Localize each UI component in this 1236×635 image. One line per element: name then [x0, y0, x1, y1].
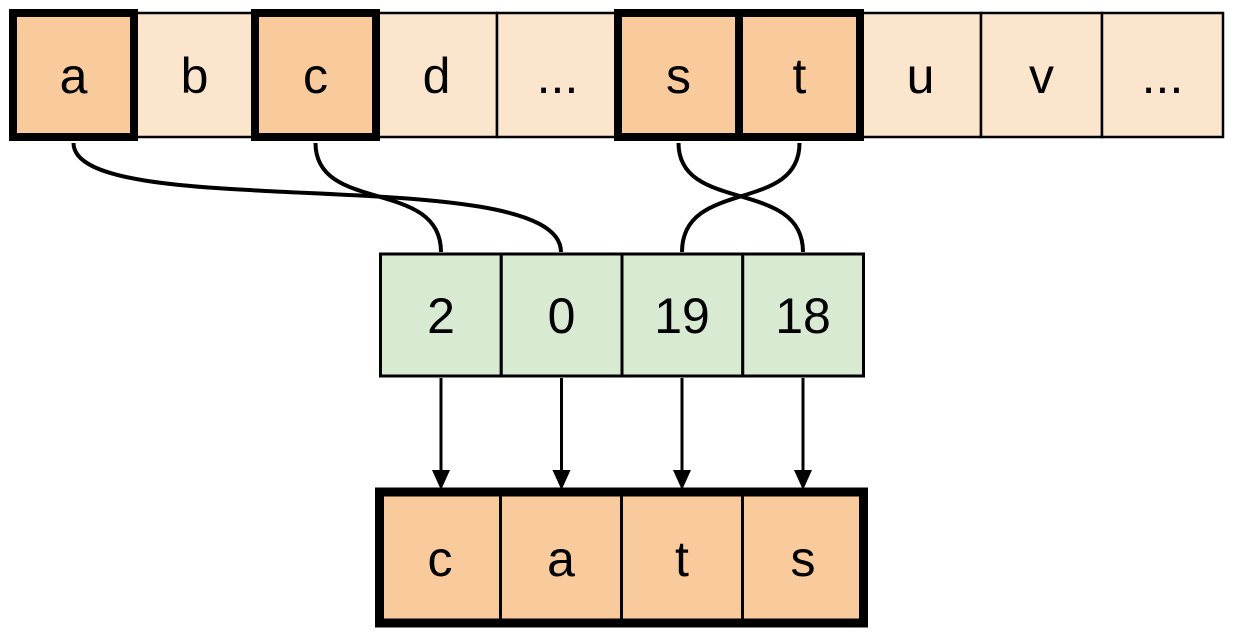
alphabet-cell-a-highlighted: [9, 9, 138, 141]
arrow-head-2: [552, 470, 571, 490]
index-to-word-arrows: [432, 378, 812, 490]
alphabet-cell-t-highlighted: [735, 9, 864, 141]
alphabet-row: a b c d ... s t u v ...: [9, 9, 1225, 141]
alphabet-cell-v: [979, 11, 1104, 139]
arrow-lines: [439, 378, 805, 473]
index-value-2: 2: [427, 288, 455, 344]
alphabet-label-d: d: [423, 48, 451, 104]
alphabet-label-t: t: [793, 48, 807, 104]
alphabet-label-ellipsis-2: ...: [1142, 48, 1184, 104]
arrow-head-1: [432, 470, 450, 490]
alphabet-cell-s-highlighted: [614, 9, 743, 141]
index-cell-2: [379, 252, 503, 378]
curve-a-to-0: [71, 142, 563, 253]
alphabet-cell-d: [374, 11, 499, 139]
arrow-head-3: [673, 470, 691, 490]
word-letter-s: s: [791, 531, 816, 587]
word-letter-t: t: [675, 531, 689, 587]
alphabet-cell-b: [132, 11, 257, 139]
alphabet-label-u: u: [907, 48, 935, 104]
index-row: 2 0 19 18: [379, 252, 865, 378]
alphabet-label-c: c: [303, 48, 328, 104]
index-value-0: 0: [548, 288, 576, 344]
alphabet-label-b: b: [181, 48, 209, 104]
arrow-heads: [432, 470, 812, 490]
curve-t-to-19: [680, 142, 802, 253]
alphabet-cell-ellipsis-1: [495, 11, 620, 139]
index-value-19: 19: [654, 288, 710, 344]
letter-to-index-connectors: [71, 142, 805, 253]
word-letter-a: a: [547, 531, 575, 587]
alphabet-label-a: a: [60, 48, 88, 104]
curve-c-to-2: [313, 142, 443, 253]
index-cell-0: [499, 252, 624, 378]
alphabet-cell-c-highlighted: [251, 9, 380, 141]
word-letter-c: c: [428, 531, 453, 587]
word-row-outline: [375, 487, 868, 628]
word-row: c a t s: [375, 487, 868, 628]
arrow-head-4: [794, 470, 812, 490]
alphabet-label-s: s: [666, 48, 691, 104]
index-value-18: 18: [775, 288, 831, 344]
index-cell-18: [741, 252, 865, 378]
alphabet-label-v: v: [1029, 48, 1054, 104]
alphabet-cell-ellipsis-2: [1100, 11, 1225, 139]
alphabet-label-ellipsis-1: ...: [537, 48, 579, 104]
